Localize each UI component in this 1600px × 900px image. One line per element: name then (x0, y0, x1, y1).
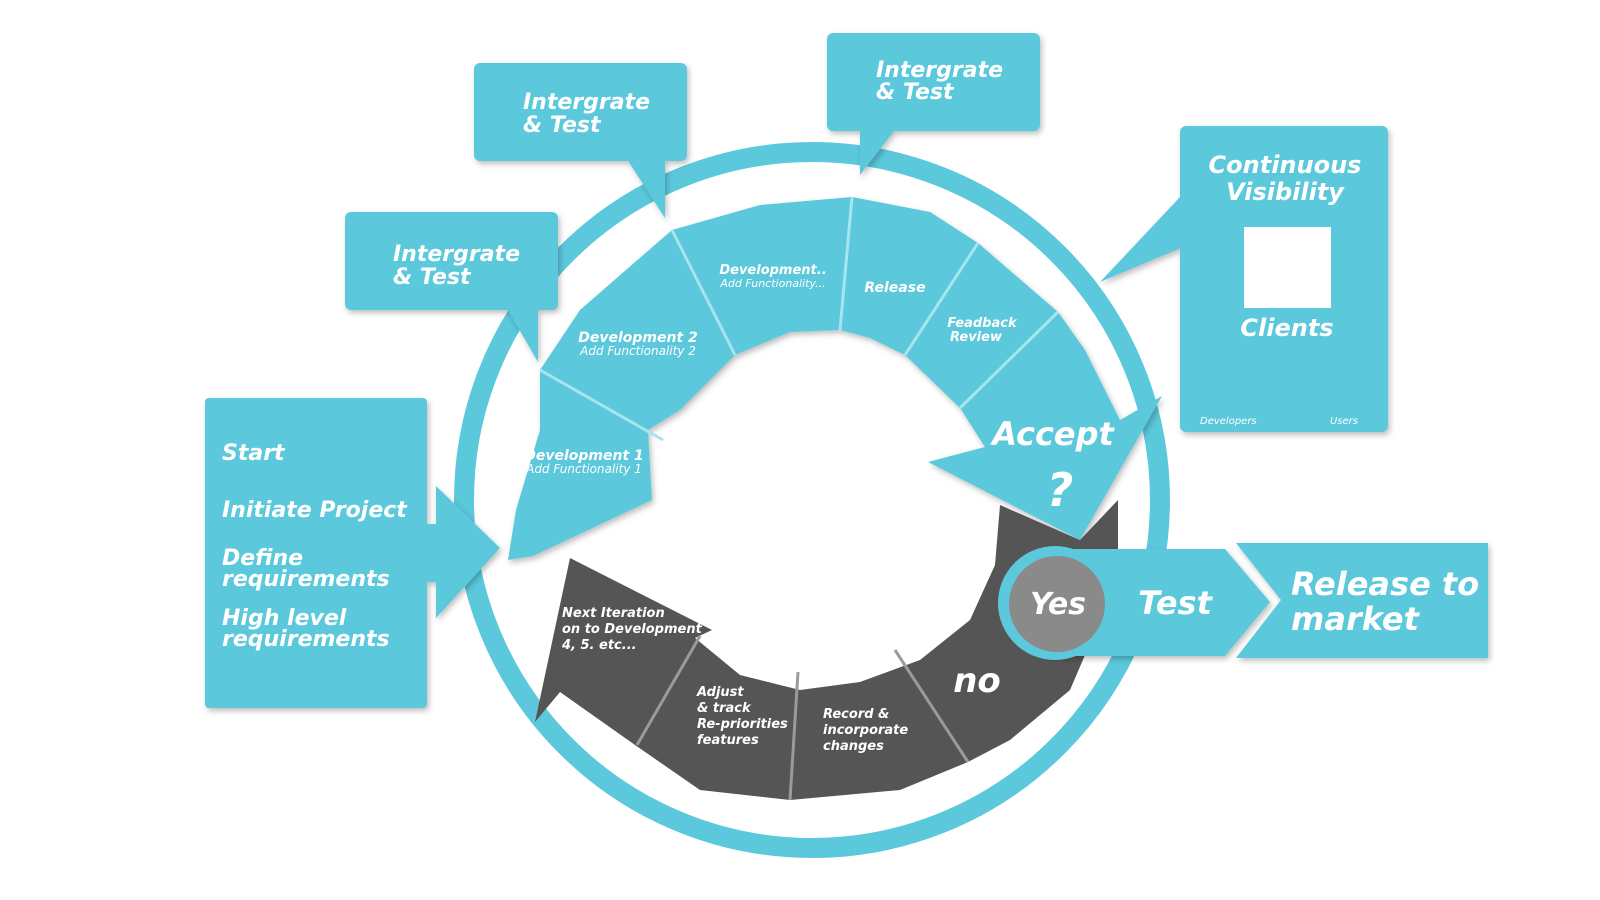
next-iteration-label: 4, 5. etc... (561, 638, 637, 653)
integrate-test-callout-2 (474, 63, 687, 218)
loop-dividers (635, 635, 970, 801)
iteration-loop-arc (535, 500, 1118, 800)
adjust-label: features (697, 733, 759, 748)
dev2-title: Development 2 (578, 330, 698, 346)
callout-line: & Test (523, 113, 602, 138)
next-iteration-label: on to Development (562, 622, 703, 637)
next-iteration-label: Next Iteration (562, 606, 665, 621)
integrate-test-callout-1 (345, 212, 558, 362)
dev2-subtitle: Add Functionality 2 (579, 344, 696, 358)
release-to-market-label: market (1291, 600, 1421, 638)
start-item: requirements (222, 567, 390, 592)
callout-line: & Test (876, 80, 955, 105)
start-panel (205, 398, 500, 708)
callout-line: Intergrate (876, 58, 1003, 83)
test-label: Test (1138, 584, 1213, 622)
release-to-market-label: Release to (1291, 565, 1479, 603)
adjust-label: Re-priorities (697, 717, 788, 732)
clients-label: Clients (1240, 314, 1333, 342)
adjust-label: Adjust (696, 685, 744, 700)
visibility-title: Continuous (1209, 151, 1362, 179)
release-to-market-arrow (1236, 543, 1488, 658)
dev3-subtitle: Add Functionality... (719, 277, 825, 290)
yes-circle (1009, 556, 1105, 652)
adjust-label: & track (697, 701, 752, 716)
integrate-test-callout-3 (827, 33, 1040, 175)
dev3-title: Development.. (719, 263, 826, 278)
users-caption: Users (1330, 416, 1358, 427)
record-label: incorporate (823, 723, 908, 738)
dev1-subtitle: Add Functionality 1 (525, 462, 642, 476)
record-label: changes (823, 739, 884, 754)
accept-question-mark: ? (1047, 463, 1074, 517)
feedback-segment-label: Feadback (947, 316, 1018, 331)
accept-label: Accept (989, 415, 1115, 453)
dev1-title: Development 1 (524, 448, 644, 464)
feedback-segment-label: Review (950, 330, 1003, 345)
visibility-title: Visibility (1226, 178, 1345, 206)
release-segment-label: Release (864, 280, 925, 296)
start-item: Define (222, 546, 303, 571)
yes-label: Yes (1030, 587, 1086, 622)
outer-ring (454, 142, 1170, 858)
callout-line: & Test (393, 265, 472, 290)
callout-line: Intergrate (393, 242, 520, 267)
segment-dividers (539, 196, 1060, 442)
developers-caption: Developers (1200, 416, 1257, 427)
start-item: Initiate Project (222, 498, 408, 523)
no-label: no (953, 661, 1001, 701)
development-arc (508, 197, 1162, 560)
start-item: High level (222, 606, 347, 631)
record-label: Record & (823, 707, 889, 722)
start-item: Start (222, 441, 286, 466)
callout-line: Intergrate (523, 90, 650, 115)
clients-image-placeholder (1244, 227, 1331, 308)
start-item: requirements (222, 627, 390, 652)
